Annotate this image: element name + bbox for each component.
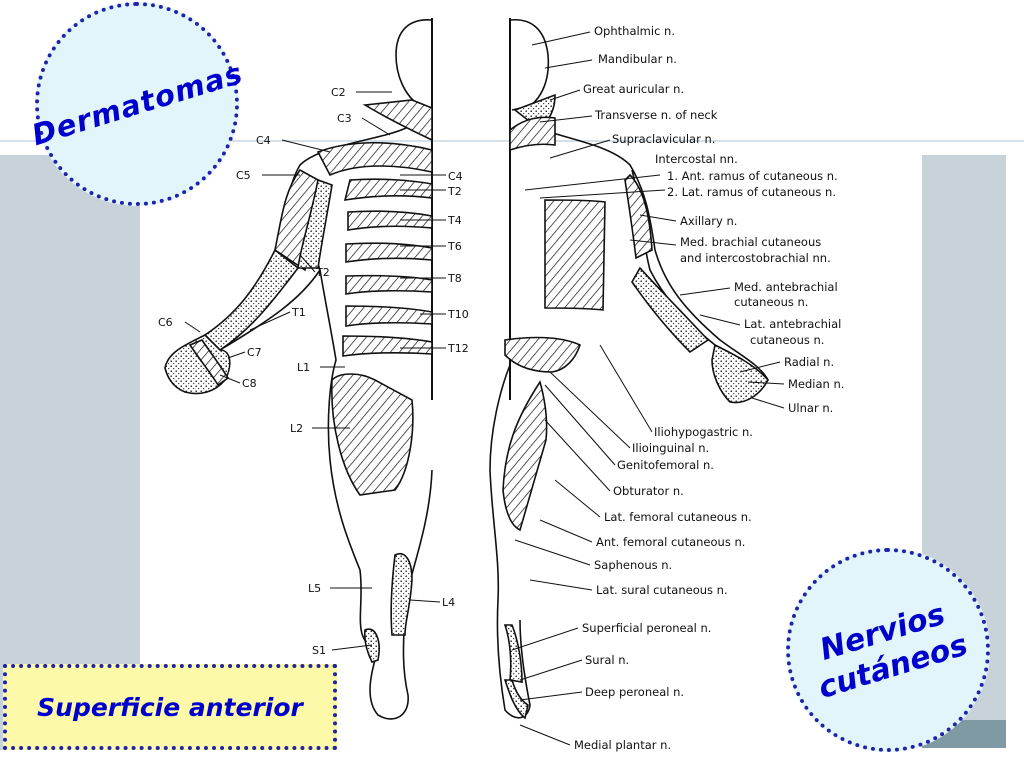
label-great-auricular: Great auricular n. [583, 82, 684, 96]
label-t1: T1 [291, 306, 306, 319]
dermatome-text: C2 C3 C4 C5 C4 T2 T4 T6 T8 T10 T12 T2 T1… [158, 86, 469, 657]
label-t12: T12 [447, 342, 469, 355]
label-l4: L4 [442, 596, 455, 609]
label-lat-antebrachial-1: Lat. antebrachial [744, 317, 841, 331]
dermatomas-badge: Dermatomas [27, 2, 247, 206]
label-ophthalmic: Ophthalmic n. [594, 24, 675, 38]
superficie-anterior-banner: Superficie anterior [3, 664, 337, 750]
slide-left-panel [0, 155, 140, 750]
label-l5: L5 [308, 582, 321, 595]
label-t10: T10 [447, 308, 469, 321]
label-saphenous: Saphenous n. [594, 558, 672, 572]
label-t2-mid: T2 [447, 185, 462, 198]
label-lat-ramus: 2. Lat. ramus of cutaneous n. [667, 185, 836, 199]
label-ilioinguinal: Ilioinguinal n. [632, 441, 709, 455]
label-intercostal: Intercostal nn. [655, 152, 738, 166]
cutaneous-nerve-figure [489, 18, 769, 720]
label-genitofemoral: Genitofemoral n. [617, 458, 714, 472]
label-c7: C7 [247, 346, 262, 359]
label-median: Median n. [788, 377, 844, 391]
label-l2: L2 [290, 422, 303, 435]
label-t2-arm: T2 [315, 266, 330, 279]
label-iliohypogastric: Iliohypogastric n. [654, 425, 753, 439]
label-s1: S1 [312, 644, 326, 657]
nerve-text: Ophthalmic n. Mandibular n. Great auricu… [574, 24, 844, 752]
label-radial: Radial n. [784, 355, 834, 369]
dermatome-figure [164, 18, 433, 720]
label-superficial-peroneal: Superficial peroneal n. [582, 621, 711, 635]
label-c8: C8 [242, 377, 257, 390]
label-c2: C2 [331, 86, 346, 99]
label-med-brachial-2: and intercostobrachial nn. [680, 251, 831, 265]
label-c4-mid: C4 [448, 170, 463, 183]
label-c5: C5 [236, 169, 251, 182]
dermatome-labels [184, 91, 446, 651]
label-lat-femoral: Lat. femoral cutaneous n. [604, 510, 752, 524]
label-supraclavicular: Supraclavicular n. [612, 132, 715, 146]
label-lat-sural: Lat. sural cutaneous n. [596, 583, 728, 597]
label-med-antebrachial-1: Med. antebrachial [734, 280, 838, 294]
label-c4-left: C4 [256, 134, 271, 147]
label-t6: T6 [447, 240, 462, 253]
label-sural: Sural n. [585, 653, 629, 667]
label-ant-femoral: Ant. femoral cutaneous n. [596, 535, 745, 549]
nervios-cutaneos-title: Nervios cutáneos [804, 593, 972, 707]
label-ant-ramus: 1. Ant. ramus of cutaneous n. [667, 169, 838, 183]
label-c3: C3 [337, 112, 352, 125]
nerve-leader-lines [511, 31, 785, 746]
label-mandibular: Mandibular n. [598, 52, 677, 66]
label-lat-antebrachial-2: cutaneous n. [750, 333, 824, 347]
label-t8: T8 [447, 272, 462, 285]
superficie-anterior-title: Superficie anterior [37, 692, 303, 722]
dermatomas-title: Dermatomas [27, 55, 247, 153]
label-med-antebrachial-2: cutaneous n. [734, 295, 808, 309]
label-axillary: Axillary n. [680, 214, 737, 228]
label-obturator: Obturator n. [613, 484, 684, 498]
label-c6: C6 [158, 316, 173, 329]
label-l1: L1 [297, 361, 310, 374]
label-ulnar: Ulnar n. [788, 401, 833, 415]
label-medial-plantar: Medial plantar n. [574, 738, 671, 752]
nervios-cutaneos-badge: Nervios cutáneos [786, 548, 990, 752]
label-t4: T4 [447, 214, 462, 227]
label-transverse-neck: Transverse n. of neck [594, 108, 718, 122]
label-deep-peroneal: Deep peroneal n. [585, 685, 684, 699]
label-med-brachial-1: Med. brachial cutaneous [680, 235, 821, 249]
